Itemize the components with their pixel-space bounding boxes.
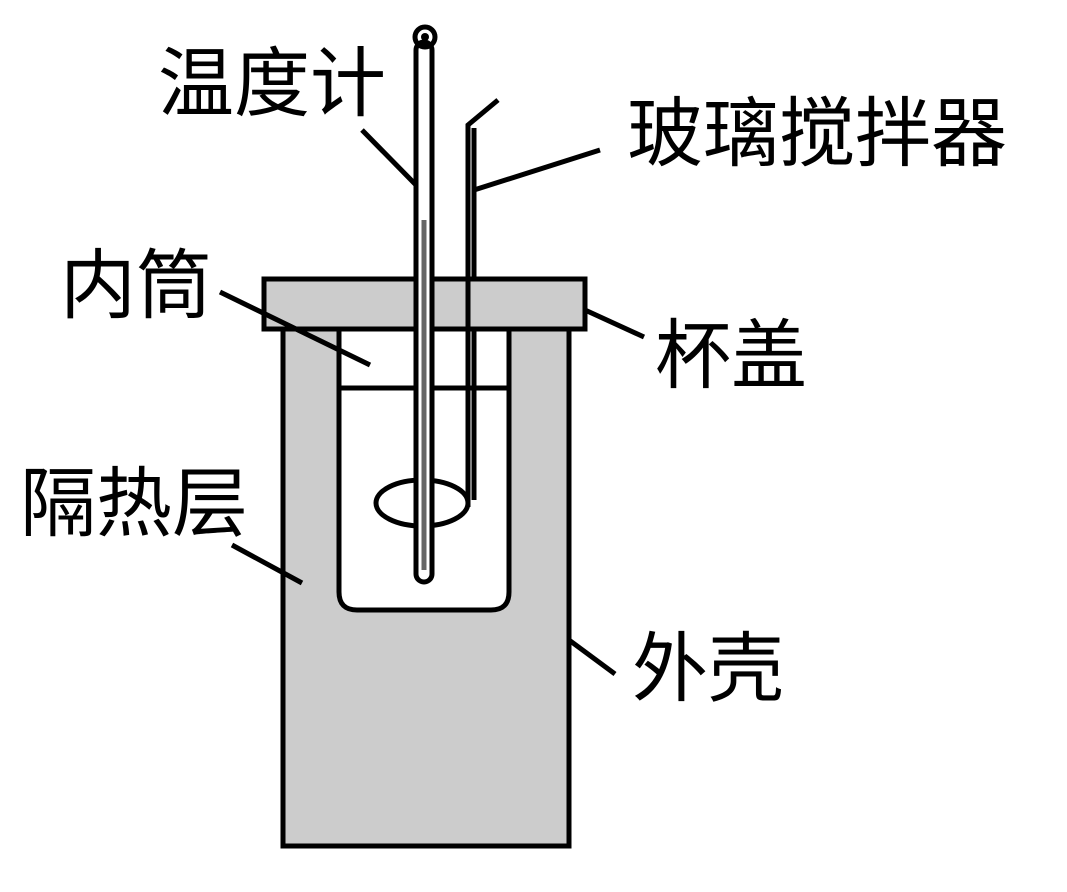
glass-stirrer-rod xyxy=(465,98,500,507)
label-cup-lid: 杯盖 xyxy=(655,311,807,400)
label-outer-shell: 外壳 xyxy=(632,624,784,713)
thermometer-top-ring-inner xyxy=(421,33,429,41)
leader-insulation-layer xyxy=(230,542,304,586)
label-inner-cylinder: 内筒 xyxy=(60,241,212,330)
label-thermometer: 温度计 xyxy=(158,39,386,128)
leader-glass-stirrer xyxy=(473,147,601,193)
leader-inner-cylinder xyxy=(218,289,372,368)
label-insulation-layer: 隔热层 xyxy=(20,459,248,548)
label-glass-stirrer: 玻璃搅拌器 xyxy=(627,89,1007,178)
leader-cup-lid xyxy=(583,307,646,340)
leader-outer-shell xyxy=(567,637,617,677)
leader-thermometer xyxy=(360,128,418,187)
thermometer-top-ring xyxy=(412,24,438,50)
